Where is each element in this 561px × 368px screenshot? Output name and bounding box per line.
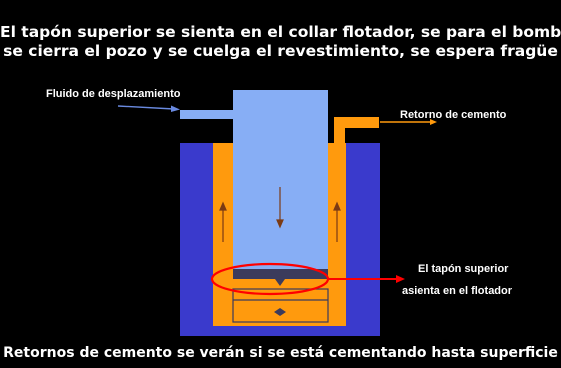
label-plug-line-1: El tapón superior — [418, 263, 509, 275]
slide-title-line-1: El tapón superior se sienta en el collar… — [0, 23, 561, 41]
inlet-pipe — [180, 110, 233, 119]
float-valve — [274, 308, 286, 316]
slide-footer: Retornos de cemento se verán si se está … — [3, 345, 558, 361]
return-pipe-vertical — [334, 117, 345, 143]
top-plug-nose — [275, 279, 285, 286]
float-collar — [232, 288, 329, 323]
label-cement-return: Retorno de cemento — [400, 109, 507, 121]
slide-title-line-2: se cierra el pozo y se cuelga el revesti… — [3, 42, 558, 60]
label-displacement-fluid: Fluido de desplazamiento — [46, 88, 181, 100]
return-pipe-horizontal — [334, 117, 379, 128]
label-plug-line-2: asienta en el flotador — [402, 285, 513, 297]
casing-displacement-fluid — [233, 90, 328, 269]
top-plug — [233, 269, 328, 279]
fluid-input-arrow — [117, 105, 175, 110]
